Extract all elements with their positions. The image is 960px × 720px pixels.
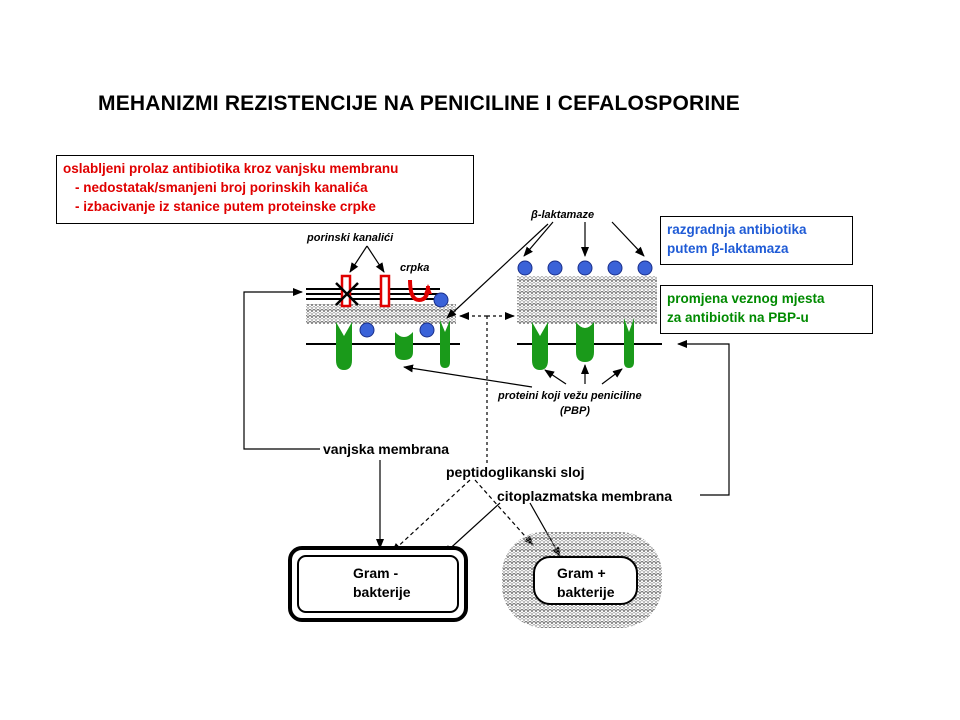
outer-membrane-mechanism-box: oslabljeni prolaz antibiotika kroz vanjs… <box>56 155 474 224</box>
gram-positive-membrane <box>533 556 638 605</box>
peptidoglycan-label: peptidoglikanski sloj <box>446 464 585 480</box>
dashed-arrow <box>391 479 471 553</box>
arrow <box>677 340 730 496</box>
right-peptidoglycan-layer <box>517 276 657 324</box>
arrow <box>243 288 320 450</box>
antibiotic-molecule <box>577 260 593 276</box>
beta-lactamase-mechanism-box: razgradnja antibiotika putem β-laktamaza <box>660 216 853 265</box>
gram-negative-line2: bakterije <box>353 584 411 600</box>
gram-negative-cell <box>288 546 468 622</box>
pbp-label-line2: (PBP) <box>560 405 590 417</box>
pbp-icon <box>440 320 450 368</box>
pbp-mechanism-box: promjena veznog mjesta za antibiotik na … <box>660 285 873 334</box>
arrow <box>443 502 501 555</box>
box-line: putem β-laktamaza <box>667 241 789 256</box>
cytoplasmic-membrane-label: citoplazmatska membrana <box>497 488 673 504</box>
box-line: - nedostatak/smanjeni broj porinskih kan… <box>75 180 368 195</box>
arrow <box>611 221 645 257</box>
gram-negative-inner-membrane <box>297 555 459 613</box>
pbp-icon <box>336 322 352 370</box>
antibiotic-molecule <box>419 322 435 338</box>
arrow <box>523 221 554 257</box>
porin-cross-2 <box>335 282 359 306</box>
porin-label: porinski kanalići <box>307 232 394 244</box>
antibiotic-molecule <box>433 292 449 308</box>
box-line: - izbacivanje iz stanice putem proteinsk… <box>75 199 376 214</box>
antibiotic-molecule <box>359 322 375 338</box>
pump-label: crpka <box>400 262 430 274</box>
arrows <box>243 221 730 557</box>
arrow <box>349 245 368 273</box>
antibiotic-molecule <box>637 260 653 276</box>
arrow <box>601 368 623 385</box>
gram-negative-line1: Gram - <box>353 565 399 581</box>
antibiotic-molecule <box>547 260 563 276</box>
pbp-label-line1: proteini koji vežu peniciline <box>498 390 642 402</box>
efflux-pump-icon <box>408 279 432 303</box>
gram-positive-label: Gram + bakterije <box>557 564 615 602</box>
gram-positive-line1: Gram + <box>557 565 606 581</box>
outer-membrane-label: vanjska membrana <box>323 441 450 457</box>
left-peptidoglycan-layer <box>306 304 456 324</box>
page-title: MEHANIZMI REZISTENCIJE NA PENICILINE I C… <box>98 92 741 115</box>
pbp-icon <box>532 322 548 370</box>
beta-lactamase-label: β-laktamaze <box>531 209 595 221</box>
antibiotic-molecule <box>517 260 533 276</box>
pbp-icon <box>395 332 413 360</box>
arrow <box>403 364 533 388</box>
box-line: za antibiotik na PBP-u <box>667 310 809 325</box>
box-line: oslabljeni prolaz antibiotika kroz vanjs… <box>63 161 399 176</box>
antibiotic-molecule <box>607 260 623 276</box>
porin-channel <box>379 274 391 308</box>
arrow <box>366 245 385 273</box>
arrow <box>446 223 549 319</box>
gram-positive-line2: bakterije <box>557 584 615 600</box>
box-line: promjena veznog mjesta <box>667 291 825 306</box>
dashed-arrow <box>474 479 534 546</box>
gram-negative-wall <box>306 274 460 370</box>
gram-negative-label: Gram - bakterije <box>353 564 411 602</box>
arrow <box>544 369 567 385</box>
gram-positive-cell <box>502 532 662 628</box>
pbp-icon <box>576 322 594 362</box>
pbp-icon <box>624 318 634 368</box>
box-line: razgradnja antibiotika <box>667 222 807 237</box>
gram-positive-wall <box>517 260 662 370</box>
